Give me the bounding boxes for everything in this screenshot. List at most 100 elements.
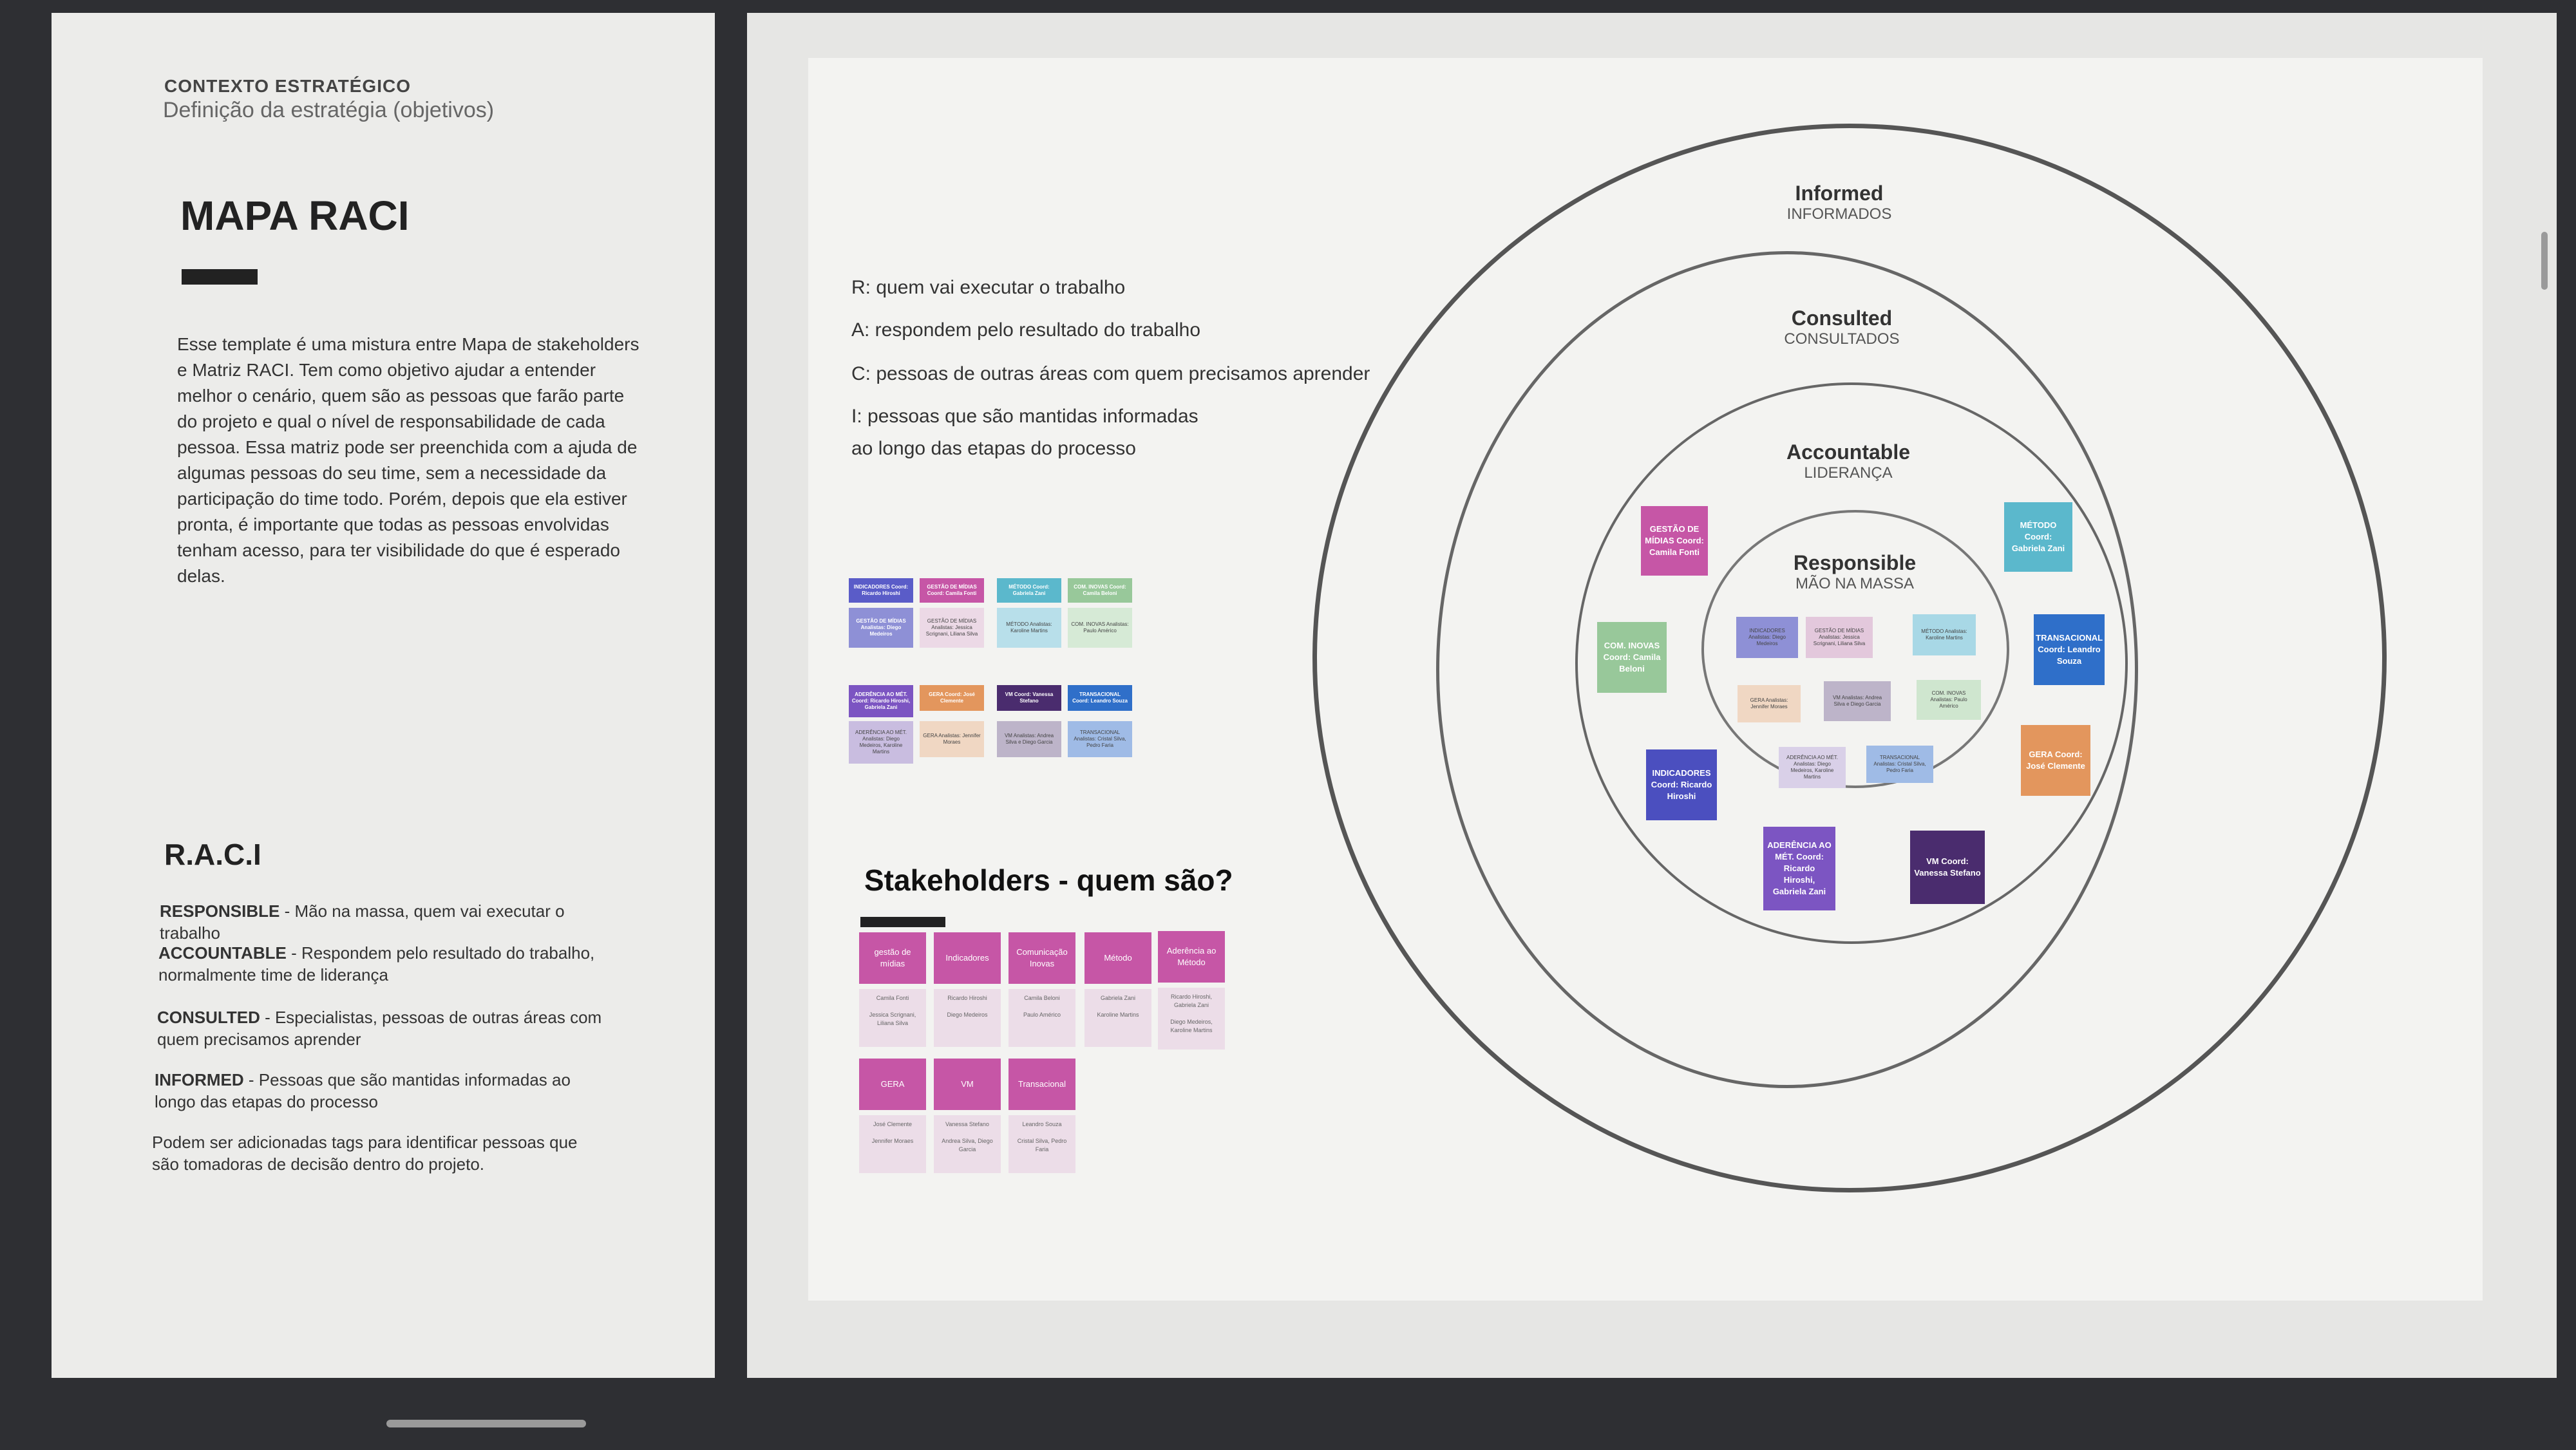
analyst-sticky[interactable]: INDICADORES Analistas: Diego Medeiros — [1736, 617, 1798, 658]
stakeholder-header[interactable]: gestão de mídias — [859, 932, 926, 984]
note-i-line2[interactable]: ao longo das etapas do processo — [851, 438, 1136, 459]
raci-term: INFORMED — [155, 1070, 244, 1089]
coordinator-sticky[interactable]: GERA Coord: José Clemente — [2021, 725, 2090, 796]
mini-sticky[interactable]: GERA Coord: José Clemente — [920, 685, 984, 711]
mini-sticky[interactable]: VM Analistas: Andrea Silva e Diego Garci… — [997, 721, 1061, 757]
stakeholder-person: Leandro Souza — [1022, 1121, 1062, 1127]
raci-heading: R.A.C.I — [164, 838, 261, 871]
stakeholder-header[interactable]: Método — [1084, 932, 1151, 984]
ring-label-responsible: Responsible MÃO NA MASSA — [1694, 551, 2016, 593]
stakeholder-header[interactable]: Indicadores — [934, 932, 1001, 984]
raci-term: RESPONSIBLE — [160, 901, 280, 921]
mini-sticky[interactable]: ADERÊNCIA AO MÉT. Analistas: Diego Medei… — [849, 721, 913, 764]
coordinator-sticky[interactable]: MÉTODO Coord: Gabriela Zani — [2004, 502, 2072, 572]
coordinator-sticky[interactable]: TRANSACIONAL Coord: Leandro Souza — [2034, 614, 2105, 685]
stakeholder-person: Paulo Américo — [1023, 1012, 1061, 1018]
stakeholder-person: Cristal Silva, Pedro Faria — [1017, 1138, 1067, 1153]
note-r[interactable]: R: quem vai executar o trabalho — [851, 277, 1126, 298]
stakeholder-person: Andrea Silva, Diego Garcia — [942, 1138, 993, 1153]
ring-accountable — [1575, 382, 2128, 944]
mini-sticky[interactable]: COM. INOVAS Coord: Camila Beloni — [1068, 578, 1132, 603]
note-a[interactable]: A: respondem pelo resultado do trabalho — [851, 319, 1201, 341]
mini-sticky[interactable]: GESTÃO DE MÍDIAS Analistas: Diego Medeir… — [849, 608, 913, 648]
ring-title: Accountable — [1786, 440, 1911, 464]
mini-sticky-grid: INDICADORES Coord: Ricardo Hiroshi GESTÃ… — [849, 578, 1132, 765]
stakeholder-person: Diego Medeiros — [947, 1012, 988, 1018]
analyst-sticky[interactable]: GESTÃO DE MÍDIAS Analistas: Jessica Scri… — [1806, 617, 1873, 658]
stakeholder-person: Jennifer Moraes — [871, 1138, 914, 1144]
tags-note: Podem ser adicionadas tags para identifi… — [152, 1133, 578, 1174]
raci-responsible: RESPONSIBLE - Mão na massa, quem vai exe… — [160, 900, 611, 944]
mini-sticky[interactable]: ADERÊNCIA AO MÉT. Coord: Ricardo Hiroshi… — [849, 685, 913, 717]
stakeholder-header[interactable]: Transacional — [1009, 1059, 1075, 1110]
left-info-panel — [52, 13, 715, 1378]
stakeholder-person: Gabriela Zani — [1100, 995, 1136, 1001]
raci-text: - Respondem pelo resultado do trabalho, … — [158, 943, 595, 984]
template-description: Esse template é uma mistura entre Mapa d… — [177, 334, 639, 586]
mini-sticky[interactable]: GERA Analistas: Jennifer Moraes — [920, 721, 984, 757]
raci-term: CONSULTED — [157, 1008, 260, 1027]
stakeholder-person: Ricardo Hiroshi, Gabriela Zani — [1170, 993, 1213, 1008]
mini-sticky[interactable]: TRANSACIONAL Analistas: Cristal Silva, P… — [1068, 721, 1132, 757]
mini-sticky[interactable]: INDICADORES Coord: Ricardo Hiroshi — [849, 578, 913, 603]
section-eyebrow: CONTEXTO ESTRATÉGICO — [164, 76, 411, 96]
coordinator-sticky[interactable]: GESTÃO DE MÍDIAS Coord: Camila Fonti — [1641, 506, 1708, 576]
bottom-scrollbar[interactable] — [386, 1420, 586, 1427]
coordinator-sticky[interactable]: INDICADORES Coord: Ricardo Hiroshi — [1646, 749, 1717, 820]
mini-sticky[interactable]: GESTÃO DE MÍDIAS Analistas: Jessica Scri… — [920, 608, 984, 648]
section-subtitle: Definição da estratégia (objetivos) — [163, 98, 495, 122]
ring-informed — [1312, 124, 2387, 1192]
stakeholder-person: Karoline Martins — [1097, 1012, 1139, 1018]
mini-sticky[interactable]: MÉTODO Coord: Gabriela Zani — [997, 578, 1061, 603]
analyst-sticky[interactable]: GERA Analistas: Jennifer Moraes — [1738, 685, 1801, 722]
ring-subtitle: CONSULTADOS — [1784, 330, 1900, 348]
coordinator-sticky[interactable]: ADERÊNCIA AO MÉT. Coord: Ricardo Hiroshi… — [1763, 827, 1835, 910]
stakeholder-person: Ricardo Hiroshi — [947, 995, 987, 1001]
stakeholders-underline — [860, 917, 945, 927]
analyst-sticky[interactable]: MÉTODO Analistas: Karoline Martins — [1913, 614, 1976, 655]
mini-sticky[interactable]: COM. INOVAS Analistas: Paulo Américo — [1068, 608, 1132, 648]
stakeholder-header[interactable]: Aderência ao Método — [1158, 931, 1225, 983]
coordinator-sticky[interactable]: VM Coord: Vanessa Stefano — [1910, 831, 1985, 904]
raci-term: ACCOUNTABLE — [158, 943, 287, 963]
mini-sticky[interactable]: VM Coord: Vanessa Stefano — [997, 685, 1061, 711]
note-c[interactable]: C: pessoas de outras áreas com quem prec… — [851, 363, 1370, 384]
coordinator-sticky[interactable]: COM. INOVAS Coord: Camila Beloni — [1597, 622, 1667, 693]
ring-subtitle: INFORMADOS — [1786, 205, 1892, 223]
raci-text: - Especialistas, pessoas de outras áreas… — [157, 1008, 602, 1049]
analyst-sticky[interactable]: TRANSACIONAL Analistas: Cristal Silva, P… — [1866, 746, 1933, 783]
ring-subtitle: MÃO NA MASSA — [1795, 575, 1915, 592]
raci-text: - Mão na massa, quem vai executar o trab… — [160, 901, 565, 943]
ring-title: Consulted — [1791, 306, 1893, 330]
mini-sticky[interactable]: TRANSACIONAL Coord: Leandro Souza — [1068, 685, 1132, 711]
analyst-sticky[interactable]: COM. INOVAS Analistas: Paulo Américo — [1917, 680, 1981, 720]
stakeholder-header[interactable]: GERA — [859, 1059, 926, 1110]
title-underline — [182, 269, 258, 285]
mini-sticky[interactable]: MÉTODO Analistas: Karoline Martins — [997, 608, 1061, 648]
ring-label-consulted: Consulted CONSULTADOS — [1681, 306, 2003, 348]
raci-text: - Pessoas que são mantidas informadas ao… — [155, 1070, 571, 1111]
stakeholder-person: Vanessa Stefano — [945, 1121, 989, 1127]
stakeholder-header[interactable]: VM — [934, 1059, 1001, 1110]
ring-label-accountable: Accountable LIDERANÇA — [1687, 440, 2009, 482]
page-title: MAPA RACI — [180, 193, 410, 239]
ring-title: Informed — [1795, 182, 1884, 205]
mini-sticky[interactable]: GESTÃO DE MÍDIAS Coord: Camila Fonti — [920, 578, 984, 603]
analyst-sticky[interactable]: ADERÊNCIA AO MÉT. Analistas: Diego Medei… — [1779, 747, 1846, 788]
raci-informed: INFORMED - Pessoas que são mantidas info… — [155, 1069, 605, 1113]
note-i-line1[interactable]: I: pessoas que são mantidas informadas — [851, 406, 1198, 427]
stakeholder-header[interactable]: Comunicação Inovas — [1009, 932, 1075, 984]
stakeholders-heading: Stakeholders - quem são? — [864, 863, 1233, 897]
right-scrollbar[interactable] — [2541, 232, 2548, 290]
stakeholder-person: Camila Fonti — [876, 995, 909, 1001]
analyst-sticky[interactable]: VM Analistas: Andrea Silva e Diego Garci… — [1824, 681, 1891, 721]
raci-accountable: ACCOUNTABLE - Respondem pelo resultado d… — [158, 942, 609, 986]
